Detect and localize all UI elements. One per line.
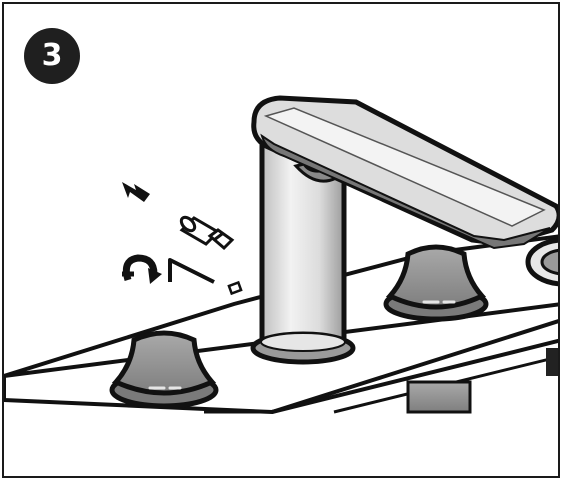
instruction-panel: 3 xyxy=(2,2,560,478)
valve-body xyxy=(408,382,470,412)
arrow-icon xyxy=(122,182,150,202)
cartridge-icon xyxy=(179,215,232,248)
faucet-illustration xyxy=(4,4,560,478)
rotate-icon xyxy=(122,258,162,284)
set-screw-icon xyxy=(229,283,241,294)
hex-key-icon xyxy=(170,260,214,282)
step-number-badge: 3 xyxy=(24,28,80,84)
